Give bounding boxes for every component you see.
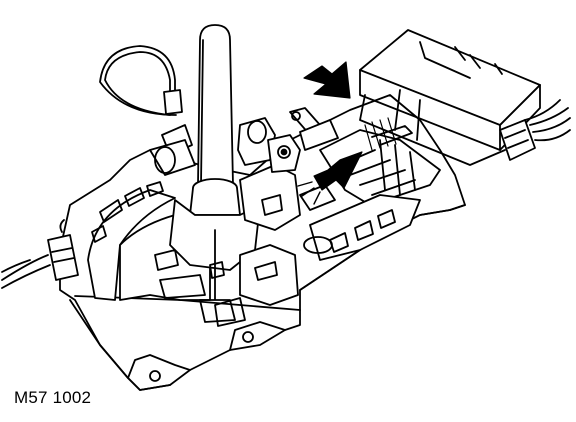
right-connector bbox=[499, 99, 571, 161]
figure-caption: M57 1002 bbox=[14, 388, 92, 407]
interlock-solenoid bbox=[237, 107, 339, 173]
control-unit-box bbox=[359, 29, 541, 166]
indicator-arrow-lower bbox=[297, 151, 363, 205]
indicator-arrow-upper bbox=[303, 61, 351, 99]
left-connector bbox=[1, 219, 79, 289]
ribbed-track bbox=[299, 117, 441, 261]
shift-lever bbox=[169, 24, 261, 323]
wire-harness-top bbox=[99, 45, 196, 176]
detent-block bbox=[214, 164, 301, 327]
